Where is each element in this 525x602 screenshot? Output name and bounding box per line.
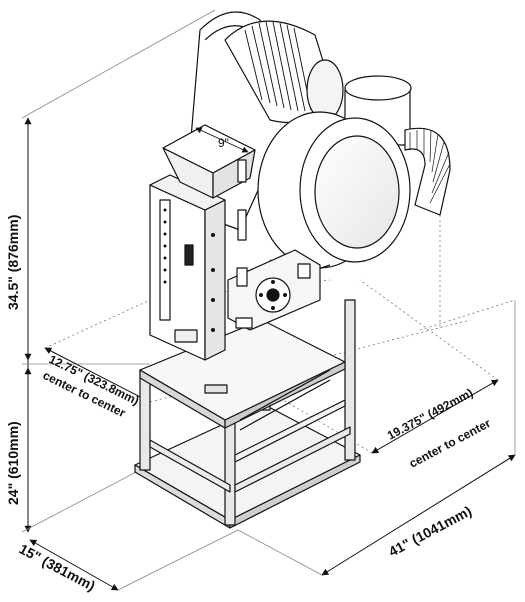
hopper-width-label: 9" — [218, 136, 229, 150]
width-label: 41" (1041mm) — [386, 503, 474, 560]
base-frame — [134, 299, 361, 529]
press-column — [149, 174, 226, 361]
machine-illustration — [134, 11, 451, 529]
hopper-dimension — [195, 127, 249, 153]
grinding-drum — [257, 111, 411, 276]
die-assembly — [227, 209, 321, 331]
height-lower-label: 24" (610mm) — [5, 421, 21, 505]
height-upper-label: 34.5" (876mm) — [5, 215, 21, 310]
depth-label: 15" (381mm) — [17, 541, 98, 594]
dimension-lines — [21, 9, 516, 591]
motor — [224, 20, 344, 124]
